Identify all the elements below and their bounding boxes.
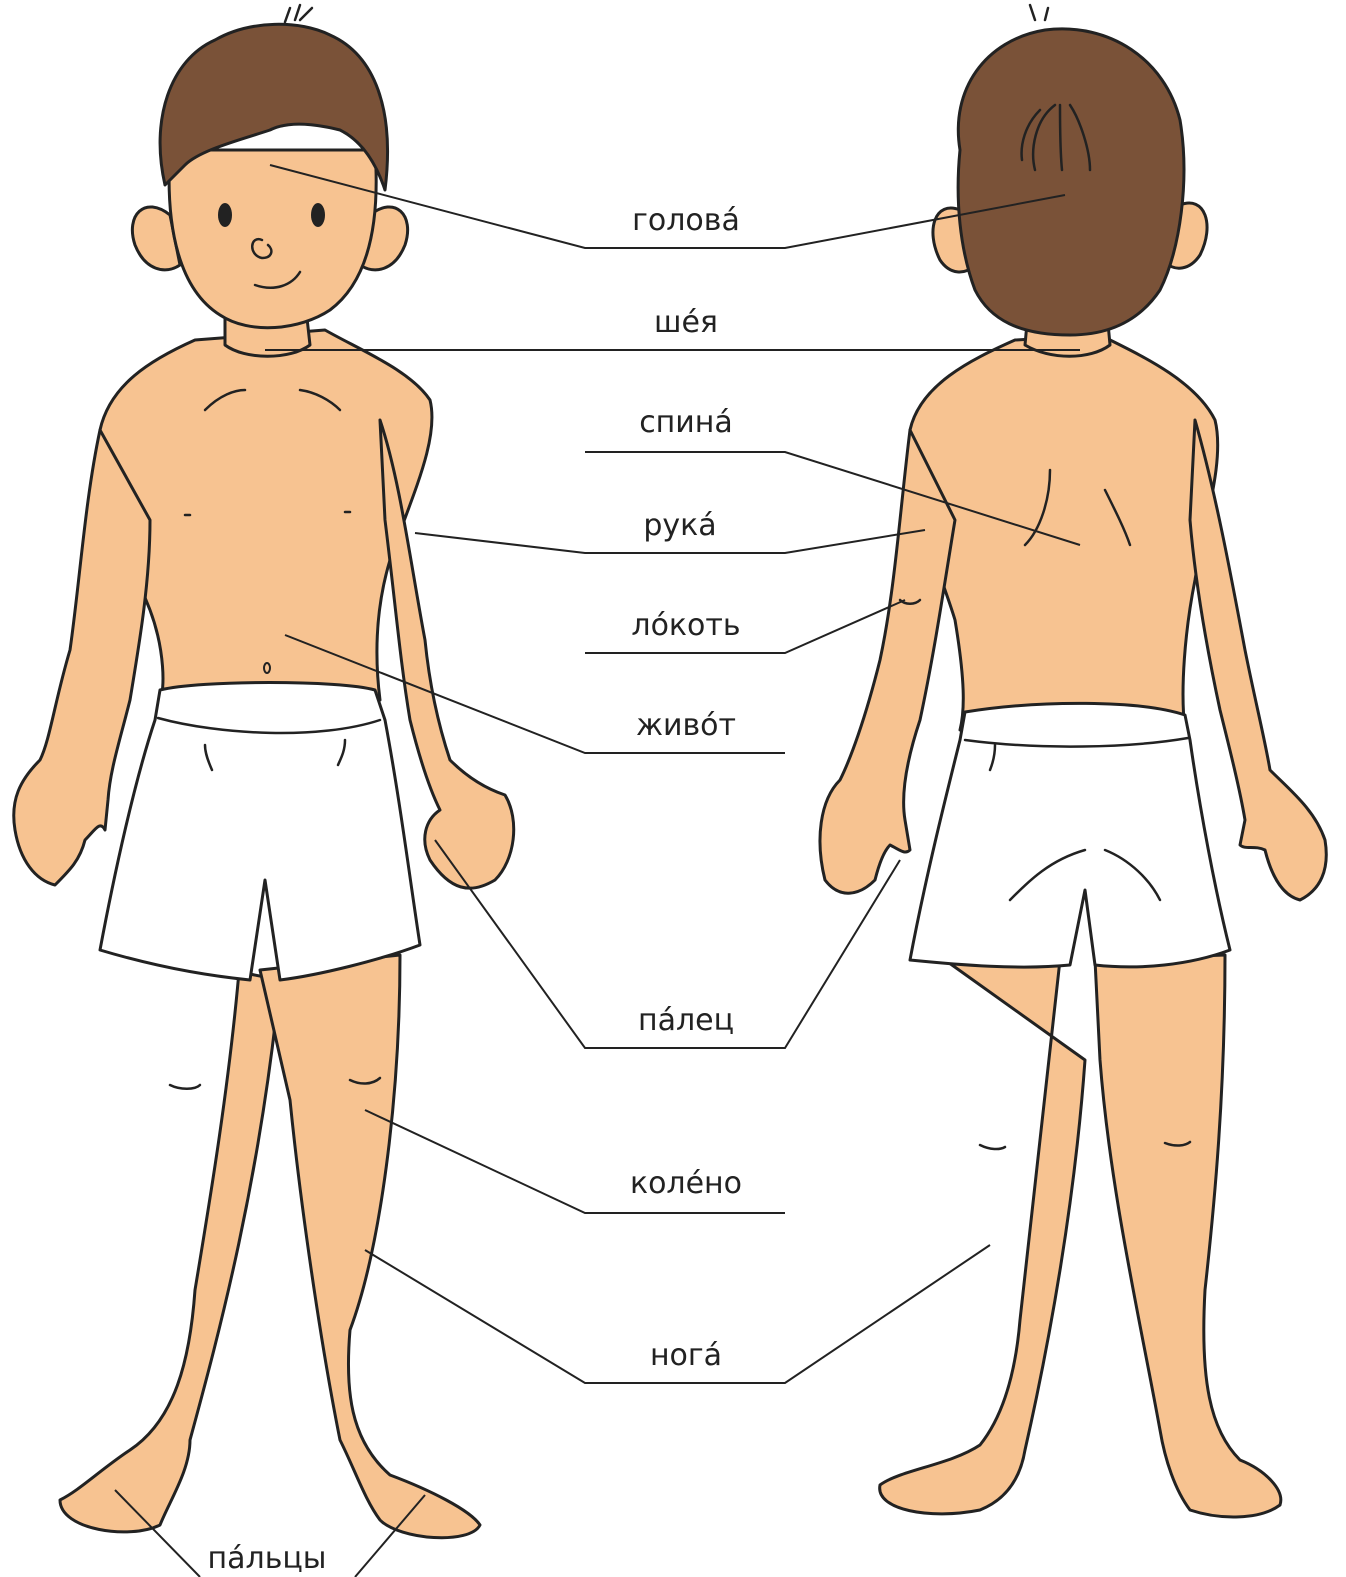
front-torso bbox=[100, 330, 432, 700]
label-finger: па́лец bbox=[638, 1003, 734, 1038]
front-left-eye bbox=[218, 203, 232, 227]
label-knee: коле́но bbox=[630, 1166, 742, 1201]
label-elbow: ло́коть bbox=[631, 608, 740, 643]
label-toes: па́льцы bbox=[208, 1541, 327, 1576]
label-belly: живо́т bbox=[636, 708, 736, 743]
boy-back-figure bbox=[820, 5, 1326, 1517]
front-face bbox=[169, 150, 376, 328]
label-back: спина́ bbox=[639, 405, 733, 440]
back-right-leg bbox=[1095, 955, 1281, 1517]
back-shorts bbox=[910, 703, 1230, 967]
label-neck: ше́я bbox=[654, 305, 718, 340]
back-torso bbox=[910, 335, 1218, 730]
front-right-leg bbox=[260, 955, 480, 1538]
front-right-eye bbox=[311, 203, 325, 227]
label-head: голова́ bbox=[632, 203, 740, 238]
boy-front-figure bbox=[14, 5, 514, 1538]
front-left-leg bbox=[60, 950, 280, 1532]
back-right-arm bbox=[1190, 420, 1326, 900]
back-hair bbox=[958, 29, 1184, 335]
label-leg: нога́ bbox=[650, 1338, 722, 1373]
label-arm: рука́ bbox=[643, 508, 716, 543]
front-shorts bbox=[100, 683, 420, 981]
back-left-leg bbox=[880, 960, 1085, 1514]
